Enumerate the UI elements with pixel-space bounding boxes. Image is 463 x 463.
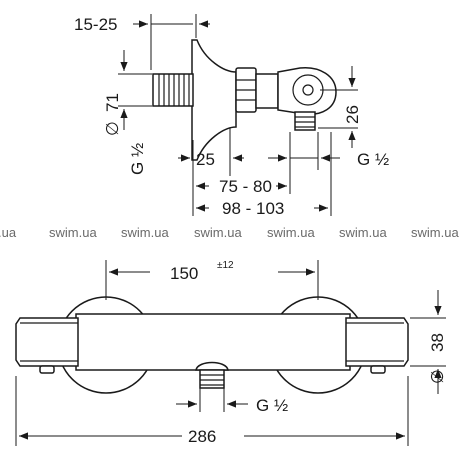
dim-thread-left: G ½ — [128, 143, 147, 175]
watermark: swim.ua — [194, 225, 242, 240]
connector-neck — [255, 73, 279, 109]
watermark: swim.ua — [339, 225, 387, 240]
dim-diameter-71: ∅ 71 — [103, 93, 122, 136]
dim-wall-gap-label: 15-25 — [74, 15, 117, 34]
watermark: .ua — [0, 225, 17, 240]
right-handle-foot — [370, 365, 386, 374]
watermark: swim.ua — [267, 225, 315, 240]
watermark: swim.ua — [49, 225, 97, 240]
watermark: swim.ua — [121, 225, 169, 240]
wall-escutcheon — [191, 39, 237, 161]
left-handle-foot — [39, 365, 55, 374]
watermark-row: .ua swim.ua swim.ua swim.ua swim.ua swim… — [0, 225, 459, 240]
dim-height-26: 26 — [343, 105, 362, 124]
left-handle — [15, 317, 79, 367]
svg-text:26: 26 — [343, 105, 362, 124]
dim-thread-right-label: G ½ — [357, 150, 389, 169]
dim-286-label: 286 — [188, 427, 216, 446]
dim-diameter-value: 71 — [103, 93, 122, 112]
side-view — [152, 39, 337, 161]
dim-38: 38 — [428, 333, 447, 352]
bottom-outlet-cap — [195, 361, 229, 371]
thread-lines — [158, 74, 190, 106]
dim-diameter-prefix: ∅ — [103, 121, 122, 136]
front-view — [15, 296, 409, 394]
right-handle — [345, 317, 409, 367]
front-view-dimensions — [15, 260, 446, 446]
dim-38-value: 38 — [428, 333, 447, 352]
dim-38-diameter: ∅ — [428, 369, 447, 384]
side-view-dimensions — [118, 14, 358, 216]
valve-center — [302, 84, 314, 96]
dim-150-tolerance: ±12 — [217, 260, 234, 271]
mixer-body — [75, 313, 351, 371]
dim-75-80-label: 75 - 80 — [219, 177, 272, 196]
svg-text:G ½: G ½ — [128, 143, 147, 175]
watermark: swim.ua — [411, 225, 459, 240]
dim-150-label: 150 — [170, 264, 198, 283]
dim-38-prefix: ∅ — [428, 369, 447, 384]
dim-outlet-thread-label: G ½ — [256, 396, 288, 415]
threaded-connector — [152, 73, 194, 107]
dim-offset-25-label: 25 — [196, 150, 215, 169]
dim-98-103-label: 98 - 103 — [222, 199, 284, 218]
